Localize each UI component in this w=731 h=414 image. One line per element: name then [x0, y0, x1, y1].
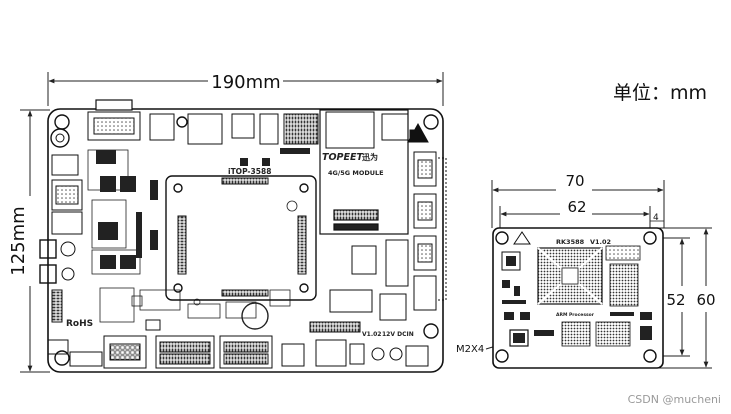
- brand-silkscreen: TOPEET: [322, 152, 364, 163]
- screw-label: M2X4: [456, 344, 484, 355]
- bottom-edge-connectors: [103, 319, 429, 369]
- core-small-components: [502, 280, 652, 347]
- esd-warning-icon: [513, 231, 531, 245]
- small-components: [96, 148, 310, 269]
- core-width-inner-label: 62: [567, 198, 586, 216]
- processor-silkscreen: ARM Processor: [556, 312, 595, 318]
- module-silkscreen: 4G/5G MODULE: [328, 169, 384, 177]
- core-board-footprint: [165, 175, 317, 301]
- core-width-outer-label: 70: [565, 172, 584, 190]
- core-mounting-holes: [495, 231, 657, 363]
- core-height-inner-label: 52: [666, 291, 685, 309]
- top-edge-connectors: [87, 111, 429, 149]
- right-edge-connectors: [329, 151, 447, 321]
- core-version-silkscreen: V1.02: [590, 238, 611, 246]
- core-edge-offset-label: 4: [653, 213, 659, 223]
- core-width-70-dimension: [491, 180, 665, 228]
- carrier-width-dimension: [47, 72, 444, 106]
- carrier-height-dimension: [20, 109, 50, 373]
- core-height-outer-label: 60: [696, 291, 715, 309]
- memory-chips: [561, 245, 641, 347]
- carrier-board: iTOP-3588 TOPEET 迅为 4G/5G MODULE RoHS V1…: [39, 99, 447, 373]
- unit-label: 单位：mm: [613, 82, 708, 104]
- carrier-height-label: 125mm: [8, 206, 29, 275]
- left-edge-connectors: [39, 128, 103, 367]
- carrier-width-label: 190mm: [211, 72, 280, 93]
- version-silkscreen: V1.02: [362, 331, 381, 338]
- rohs-silkscreen: RoHS: [66, 319, 93, 329]
- power-silkscreen: 12V DCIN: [382, 331, 414, 338]
- 4g-5g-module-area: [319, 109, 409, 235]
- carrier-model-silkscreen: iTOP-3588: [228, 167, 271, 176]
- watermark: CSDN @mucheni: [627, 393, 721, 406]
- soc-chip: [537, 247, 603, 305]
- brand-cn-silkscreen: 迅为: [362, 152, 378, 162]
- core-model-silkscreen: RK3588: [556, 238, 585, 246]
- core-board: RK3588 V1.02 ARM Processor: [492, 227, 664, 369]
